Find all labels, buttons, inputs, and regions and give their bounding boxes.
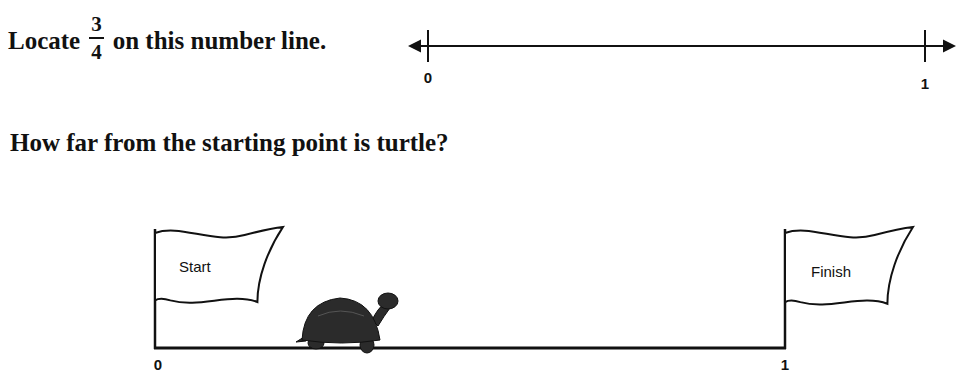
flag-label: Start — [179, 259, 211, 274]
arrow-head — [943, 40, 956, 53]
tick-label: 1 — [781, 357, 789, 372]
question-text: Locate — [8, 28, 80, 53]
question-text: How far from the starting point is turtl… — [10, 130, 449, 155]
tick-label: 0 — [424, 70, 432, 85]
number-line — [408, 30, 956, 62]
flag-label: Finish — [811, 264, 851, 279]
flag-outline — [785, 227, 913, 305]
fraction-part: 3 — [91, 14, 102, 35]
arrow-head — [408, 40, 421, 53]
tick-label: 1 — [921, 76, 929, 91]
tick-mark — [924, 30, 926, 62]
track-line — [154, 347, 786, 350]
flag-outline — [155, 227, 283, 303]
tick-label: 0 — [154, 357, 162, 372]
flag-shape — [155, 230, 283, 310]
flag-banner: Finish — [785, 230, 913, 312]
turtle-icon — [296, 293, 398, 353]
question-text: on this number line. — [113, 28, 326, 53]
flag-banner: Start — [155, 230, 283, 310]
tick-mark — [427, 30, 429, 62]
fraction-bar — [89, 37, 104, 39]
axis-line — [416, 45, 946, 47]
fraction-part: 4 — [91, 42, 102, 63]
